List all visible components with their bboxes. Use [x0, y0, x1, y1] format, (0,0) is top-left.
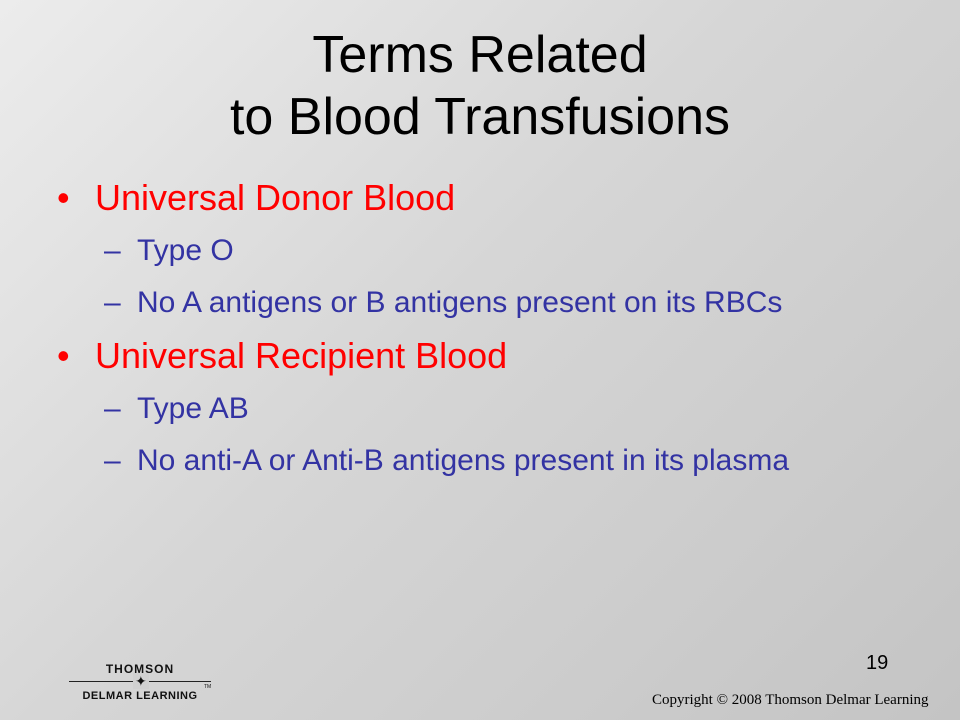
- thomson-delmar-logo: THOMSON ✦ DELMAR LEARNING TM: [65, 662, 215, 708]
- logo-wordmark-top: THOMSON: [105, 662, 175, 676]
- sub-bullet-marker: –: [104, 392, 121, 425]
- bullet-universal-recipient: • Universal Recipient Blood: [0, 334, 960, 378]
- bullet-text: Universal Donor Blood: [95, 177, 456, 218]
- title-line-2: to Blood Transfusions: [229, 88, 731, 146]
- bullet-marker: •: [57, 335, 70, 376]
- bullet-text: Universal Recipient Blood: [95, 335, 508, 376]
- copyright-notice: Copyright © 2008 Thomson Delmar Learning: [652, 692, 929, 708]
- sub-bullet-text: Type AB: [137, 392, 249, 425]
- sub-bullet-marker: –: [104, 234, 121, 267]
- sub-bullet-type-ab: – Type AB: [0, 388, 837, 430]
- logo-wordmark-bottom: DELMAR LEARNING: [82, 690, 198, 702]
- title-line-1: Terms Related: [312, 26, 648, 84]
- slide-title: Terms Related to Blood Transfusions: [0, 24, 960, 148]
- bullet-universal-donor: • Universal Donor Blood: [0, 176, 960, 220]
- sub-bullet-text: No A antigens or B antigens present on i…: [137, 286, 783, 319]
- sub-bullet-no-anti: – No anti-A or Anti-B antigens present i…: [0, 440, 837, 482]
- sub-bullet-marker: –: [104, 444, 121, 477]
- sub-bullet-text: Type O: [137, 234, 234, 267]
- sub-bullet-marker: –: [104, 286, 121, 319]
- sub-bullet-no-antigens: – No A antigens or B antigens present on…: [0, 282, 837, 324]
- logo-star-icon: ✦: [133, 673, 149, 689]
- page-number: 19: [866, 652, 889, 674]
- bullet-marker: •: [57, 177, 70, 218]
- sub-bullet-type-o: – Type O: [0, 230, 837, 272]
- logo-trademark: TM: [204, 684, 212, 690]
- slide-content: • Universal Donor Blood – Type O – No A …: [0, 176, 960, 492]
- sub-bullet-text: No anti-A or Anti-B antigens present in …: [137, 444, 790, 477]
